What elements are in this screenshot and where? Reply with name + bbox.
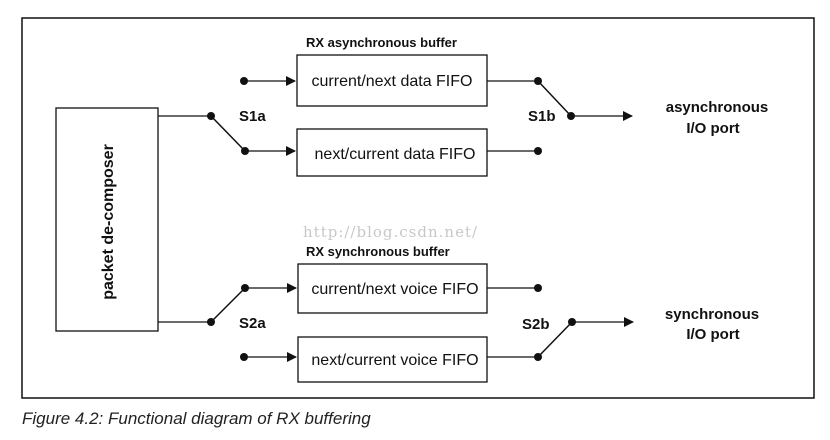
packet-decomposer-block	[55, 107, 159, 332]
sync-port-label-line1: synchronous	[665, 306, 759, 323]
fifo-next-current-data	[296, 128, 488, 177]
s1a-switch-arm	[210, 115, 246, 152]
fifo-next-current-data-label: next/current data FIFO	[315, 146, 476, 163]
fifo-next-current-voice	[297, 336, 488, 383]
s2a-switch-arm	[210, 287, 246, 323]
packet-decomposer-label: packet de-composer	[100, 144, 117, 300]
async-buffer-title: RX asynchronous buffer	[306, 35, 457, 50]
sync-port-label-line2: I/O port	[686, 326, 739, 343]
s2b-switch-arm	[537, 321, 573, 358]
s2a-label: S2a	[239, 315, 266, 332]
fifo-next-current-voice-label: next/current voice FIFO	[311, 352, 478, 369]
s1b-bottom-contact-node	[534, 147, 542, 155]
fifo-current-next-voice-label: current/next voice FIFO	[311, 281, 478, 298]
fifo-current-next-voice	[297, 263, 488, 314]
outer-frame	[21, 17, 815, 399]
fifo-current-next-data-label: current/next data FIFO	[312, 73, 473, 90]
s2b-label: S2b	[522, 316, 550, 333]
s1b-label: S1b	[528, 108, 556, 125]
watermark: http://blog.csdn.net/	[303, 223, 478, 241]
figure-caption: Figure 4.2: Functional diagram of RX buf…	[22, 409, 371, 428]
async-port-label-line2: I/O port	[686, 120, 739, 137]
async-port-label-line1: asynchronous	[666, 99, 769, 116]
sync-buffer-title: RX synchronous buffer	[306, 244, 450, 259]
s1b-switch-arm	[537, 80, 572, 117]
fifo-current-next-data	[296, 54, 488, 107]
s2b-top-contact-node	[534, 284, 542, 292]
s1a-label: S1a	[239, 108, 266, 125]
